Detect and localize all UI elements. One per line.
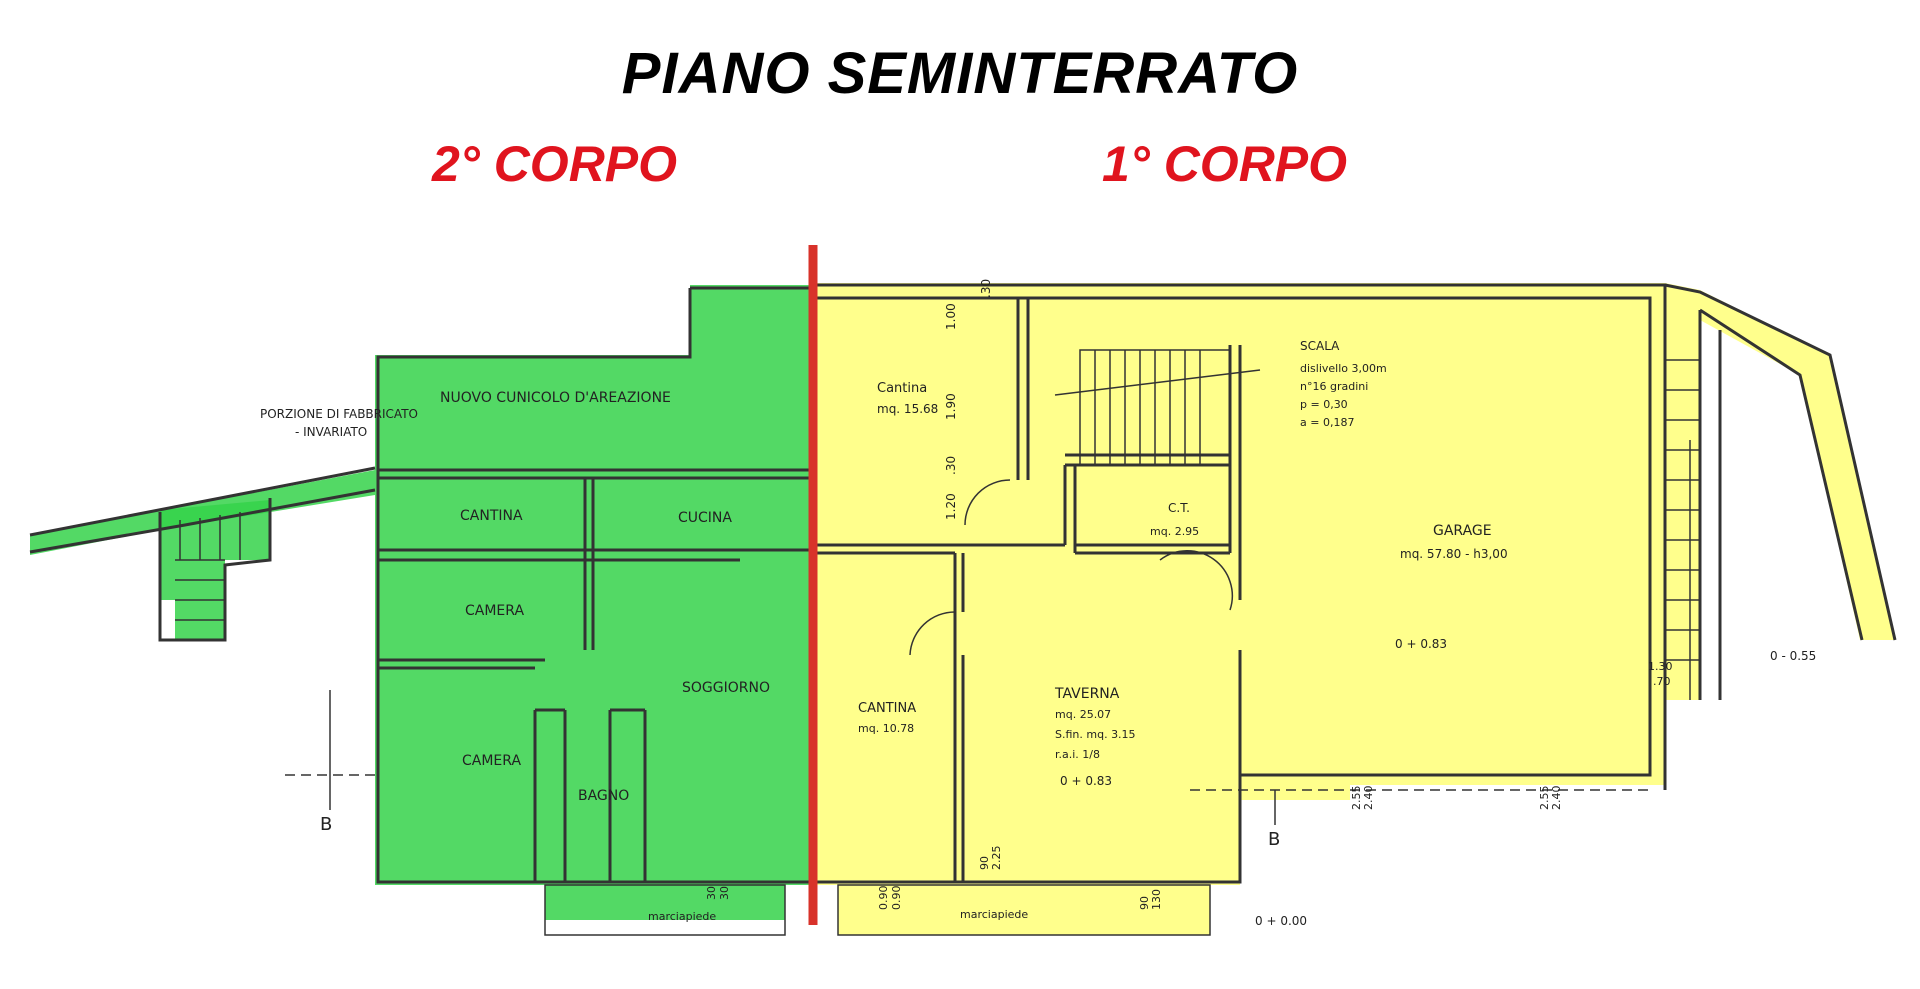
room-label-camera-1: CAMERA xyxy=(465,603,524,619)
taverna-detail-2: S.fin. mq. 3.15 xyxy=(1055,728,1136,741)
room-label-cantina-left: CANTINA xyxy=(460,508,523,524)
dimension-4: 1.20 xyxy=(944,493,958,520)
walls xyxy=(29,283,1897,884)
dimension-3: .30 xyxy=(944,456,958,475)
scala-detail-4: a = 0,187 xyxy=(1300,416,1354,429)
section-label-corpo-2: 2° CORPO xyxy=(432,136,678,192)
wall xyxy=(158,498,272,642)
room-label-scala: SCALA xyxy=(1300,339,1340,353)
room-area-ct: mq. 2.95 xyxy=(1150,525,1199,538)
terrace-label-left: marciapiede xyxy=(648,910,716,923)
page-title: PIANO SEMINTERRATO xyxy=(621,41,1299,106)
dimension-13: .70 xyxy=(1653,675,1671,688)
room-label-cantina-bottom: CANTINA xyxy=(858,701,916,716)
level-garage: 0 + 0.83 xyxy=(1395,637,1447,651)
room-area-cantina-bottom: mq. 10.78 xyxy=(858,722,914,735)
room-label-camera-2: CAMERA xyxy=(462,753,521,769)
taverna-detail-3: r.a.i. 1/8 xyxy=(1055,748,1100,761)
dimension-14: 2.55 xyxy=(1350,786,1363,811)
dimension-7: 0.90 xyxy=(890,886,903,911)
section-markers xyxy=(285,690,1650,825)
wall xyxy=(29,466,376,537)
yellow-area xyxy=(813,283,1895,935)
dimension-9: 130 xyxy=(1150,889,1163,910)
dimension-8: 90 xyxy=(1138,896,1151,910)
scala-detail-1: dislivello 3,00m xyxy=(1300,362,1387,375)
scala-detail-3: p = 0,30 xyxy=(1300,398,1348,411)
section-b-right: B xyxy=(1268,829,1280,850)
section-b-left: B xyxy=(320,814,332,835)
yellow-ramp-fill xyxy=(1665,283,1895,700)
wall xyxy=(1664,283,1897,641)
wall xyxy=(813,296,1652,777)
door-arc xyxy=(1159,550,1234,611)
room-label-bagno: BAGNO xyxy=(578,788,629,804)
room-area-cantina-top: mq. 15.68 xyxy=(877,402,938,416)
yellow-fill xyxy=(813,283,1665,935)
wall xyxy=(1699,308,1864,641)
stairs xyxy=(175,349,1700,700)
dimension-15: 2.40 xyxy=(1362,786,1375,811)
room-label-cantina-top: Cantina xyxy=(877,381,927,396)
terrace-left xyxy=(544,884,786,936)
room-label-taverna: TAVERNA xyxy=(1054,686,1120,702)
green-area xyxy=(30,285,813,920)
dimension-2: 1.90 xyxy=(944,393,958,420)
dimension-labels: 1.00 1.90 .30 1.20 .30 0.90 0.90 90 130 … xyxy=(705,279,1673,910)
terrace-label-right: marciapiede xyxy=(960,908,1028,921)
taverna-detail-1: mq. 25.07 xyxy=(1055,708,1111,721)
dimension-10: 2.25 xyxy=(990,846,1003,871)
room-label-soggiorno: SOGGIORNO xyxy=(682,680,770,696)
door-arc xyxy=(964,479,1011,526)
dimension-18: 30 xyxy=(705,886,718,900)
level-exterior-bottom: 0 + 0.00 xyxy=(1255,914,1307,928)
terraces xyxy=(544,884,1211,936)
room-label-ct: C.T. xyxy=(1168,501,1190,515)
wall xyxy=(29,488,376,554)
dimension-5: .30 xyxy=(979,279,993,298)
level-exterior-right: 0 - 0.55 xyxy=(1770,649,1816,663)
terrace-right xyxy=(837,884,1211,936)
room-label-cucina: CUCINA xyxy=(678,510,732,526)
wall xyxy=(376,288,810,884)
note-porzione-1: PORZIONE DI FABBRICATO xyxy=(260,407,418,421)
room-area-garage: mq. 57.80 - h3,00 xyxy=(1400,547,1508,561)
room-labels: NUOVO CUNICOLO D'AREAZIONE PORZIONE DI F… xyxy=(260,339,1816,928)
dimension-16: 2.55 xyxy=(1538,786,1551,811)
door-arc xyxy=(909,611,956,656)
doors xyxy=(909,479,1234,656)
note-porzione-2: - INVARIATO xyxy=(295,425,367,439)
dimension-11: 90 xyxy=(978,856,991,870)
dimension-19: 30 xyxy=(718,886,731,900)
room-label-cunicolo: NUOVO CUNICOLO D'AREAZIONE xyxy=(440,390,671,406)
level-taverna: 0 + 0.83 xyxy=(1060,774,1112,788)
dimension-17: 2.40 xyxy=(1550,786,1563,811)
dimension-1: 1.00 xyxy=(944,303,958,330)
dimension-12: 1.30 xyxy=(1648,660,1673,673)
green-stair-fill xyxy=(160,500,270,640)
dimension-6: 0.90 xyxy=(877,886,890,911)
scala-detail-2: n°16 gradini xyxy=(1300,380,1368,393)
section-label-corpo-1: 1° CORPO xyxy=(1102,136,1348,192)
room-label-garage: GARAGE xyxy=(1433,523,1492,539)
